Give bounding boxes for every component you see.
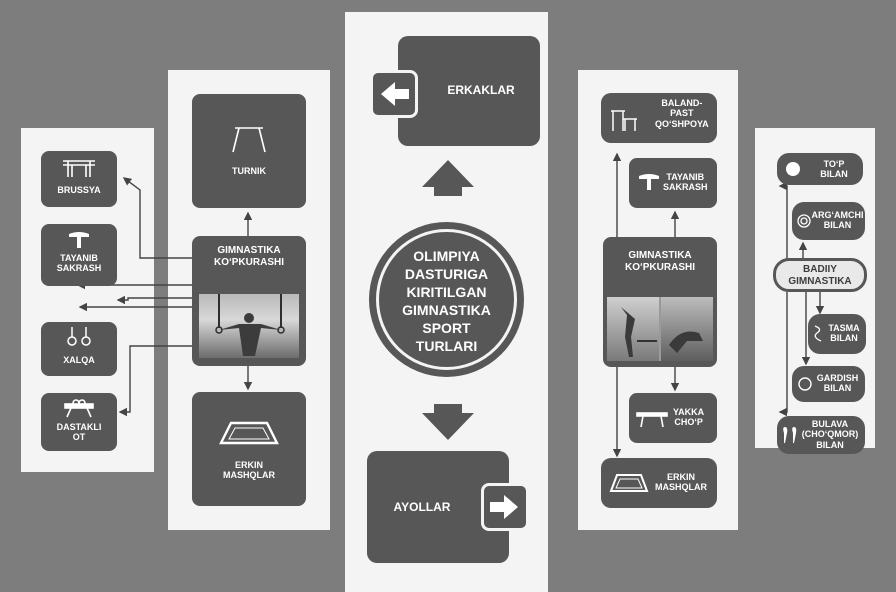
clubs-item[interactable]: BULAVA (CHO‘QMOR) BILAN <box>777 416 865 454</box>
women-vault-label: TAYANIB SAKRASH <box>663 172 708 193</box>
ribbon-label: TASMA BILAN <box>828 323 860 344</box>
women-gymnast-photo <box>607 297 713 361</box>
women-header-box[interactable]: AYOLLAR <box>367 451 529 563</box>
balance-beam-box[interactable]: YAKKA CHO‘P <box>629 393 717 443</box>
turnik-label: TURNIK <box>232 166 266 176</box>
balance-beam-icon <box>636 412 668 428</box>
floor-mat-icon <box>219 421 279 445</box>
center-title: OLIMPIYA DASTURIGA KIRITILGAN GIMNASTIKA… <box>402 248 491 354</box>
men-gymnast-photo <box>199 294 299 358</box>
men-label: ERKAKLAR <box>447 83 515 97</box>
rope-label: ARG‘AMCHI BILAN <box>811 210 864 231</box>
uneven-bars-label: BALAND- PAST QO‘SHPOYA <box>655 98 709 129</box>
rhythmic-hub[interactable]: BADIIY GIMNASTIKA <box>773 258 867 292</box>
brussya-label: BRUSSYA <box>57 185 101 195</box>
women-label: AYOLLAR <box>393 500 451 514</box>
center-title-circle: OLIMPIYA DASTURIGA KIRITILGAN GIMNASTIKA… <box>369 222 524 377</box>
vault-icon <box>69 232 89 248</box>
pommel-horse-icon <box>64 399 94 418</box>
men-header-box[interactable]: ERKAKLAR <box>370 36 540 146</box>
rope-item[interactable]: ARG‘AMCHI BILAN <box>792 202 865 240</box>
women-erkin-label: ERKIN MASHQLAR <box>655 472 707 493</box>
women-erkin-box[interactable]: ERKIN MASHQLAR <box>601 458 717 508</box>
uneven-bars-box[interactable]: BALAND- PAST QO‘SHPOYA <box>601 93 717 143</box>
rope-icon <box>797 214 811 228</box>
high-bar-icon <box>232 127 266 153</box>
hoop-label: GARDISH BILAN <box>816 373 859 394</box>
ribbon-icon <box>814 325 822 342</box>
turnik-box[interactable]: TURNIK <box>192 94 306 208</box>
rhythmic-hub-label: BADIIY GIMNASTIKA <box>788 264 852 287</box>
clubs-icon <box>783 427 797 443</box>
xalqa-box[interactable]: XALQA <box>41 322 117 376</box>
uneven-bars-icon <box>611 110 637 131</box>
rings-icon <box>67 327 91 346</box>
floor-icon-women <box>609 474 649 492</box>
balance-beam-label: YAKKA CHO‘P <box>673 407 705 428</box>
ball-label: TO‘P BILAN <box>820 159 848 180</box>
ball-icon <box>786 162 800 176</box>
clubs-label: BULAVA (CHO‘QMOR) BILAN <box>801 419 859 450</box>
ribbon-item[interactable]: TASMA BILAN <box>808 314 866 354</box>
hoop-item[interactable]: GARDISH BILAN <box>792 366 865 402</box>
women-vault-box[interactable]: TAYANIB SAKRASH <box>629 158 717 208</box>
hoop-icon <box>798 377 812 391</box>
arrow-left-icon <box>370 70 418 118</box>
vault-icon-women <box>639 174 659 190</box>
brussya-box[interactable]: BRUSSYA <box>41 151 117 207</box>
arrow-right-icon <box>481 483 529 531</box>
xalqa-label: XALQA <box>63 355 95 365</box>
parallel-bars-icon <box>63 160 95 177</box>
ball-item[interactable]: TO‘P BILAN <box>777 153 863 185</box>
